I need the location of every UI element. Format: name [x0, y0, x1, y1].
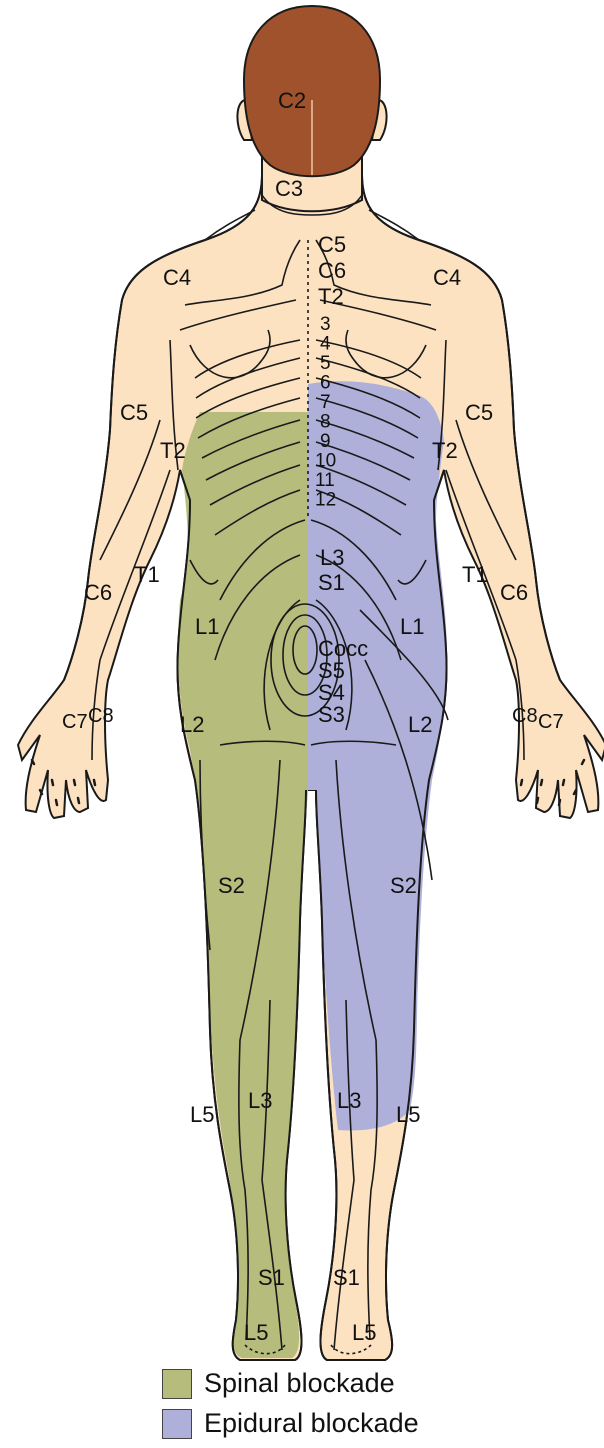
- label-s2-left: S2: [218, 873, 245, 898]
- label-l5-foot-right: L5: [352, 1320, 376, 1345]
- legend-epidural-label: Epidural blockade: [204, 1408, 419, 1439]
- label-c6-arm-left: C6: [84, 580, 112, 605]
- label-c6-spine: C6: [318, 258, 346, 283]
- label-t2-arm-left: T2: [160, 438, 186, 463]
- label-l2-left: L2: [180, 712, 204, 737]
- label-l5-leg-left: L5: [190, 1102, 214, 1127]
- label-t2-spine: T2: [318, 284, 344, 309]
- label-t1-arm-right: T1: [462, 562, 488, 587]
- label-s1-foot-left: S1: [258, 1265, 285, 1290]
- label-s1-foot-right: S1: [333, 1265, 360, 1290]
- label-l2-right: L2: [408, 712, 432, 737]
- label-c3-neck: C3: [275, 176, 303, 201]
- spine-number-6: 6: [320, 373, 331, 394]
- label-l5-foot-left: L5: [244, 1320, 268, 1345]
- label-t2-arm-right: T2: [432, 438, 458, 463]
- label-l3-lumbar: L3: [320, 545, 344, 570]
- label-c4-right: C4: [433, 265, 461, 290]
- label-s1-lumbar: S1: [318, 570, 345, 595]
- label-c2-head: C2: [278, 88, 306, 113]
- label-t1-arm-left: T1: [134, 562, 160, 587]
- spinal-swatch: [162, 1369, 192, 1399]
- label-l3-leg-left: L3: [248, 1088, 272, 1113]
- label-c8-hand-right: C8: [512, 705, 538, 727]
- label-c4-left: C4: [163, 265, 191, 290]
- head: [237, 6, 386, 211]
- label-s2-right: S2: [390, 873, 417, 898]
- legend-spinal-label: Spinal blockade: [204, 1368, 395, 1399]
- spine-number-11: 11: [315, 470, 335, 491]
- spine-number-10: 10: [315, 451, 336, 472]
- label-c8-hand-left: C8: [88, 705, 114, 727]
- label-c7-hand-left: C7: [62, 711, 88, 733]
- label-c5-arm-left: C5: [120, 400, 148, 425]
- label-c5-arm-right: C5: [465, 400, 493, 425]
- label-l1-left: L1: [195, 614, 219, 639]
- epidural-swatch: [162, 1409, 192, 1439]
- spine-number-5: 5: [320, 353, 331, 374]
- legend-epidural: Epidural blockade: [162, 1408, 419, 1439]
- spine-number-12: 12: [315, 490, 336, 511]
- spine-number-4: 4: [320, 334, 331, 355]
- label-s3: S3: [318, 702, 345, 727]
- label-l5-leg-right: L5: [396, 1102, 420, 1127]
- label-l3-leg-right: L3: [337, 1088, 361, 1113]
- label-l1-right: L1: [400, 614, 424, 639]
- label-c7-hand-right: C7: [538, 711, 564, 733]
- spine-number-8: 8: [320, 412, 331, 433]
- spine-number-9: 9: [320, 431, 331, 452]
- spine-number-3: 3: [320, 314, 331, 335]
- spine-number-7: 7: [320, 392, 331, 413]
- legend-spinal: Spinal blockade: [162, 1368, 395, 1399]
- label-c5-spine: C5: [318, 232, 346, 257]
- label-c6-arm-right: C6: [500, 580, 528, 605]
